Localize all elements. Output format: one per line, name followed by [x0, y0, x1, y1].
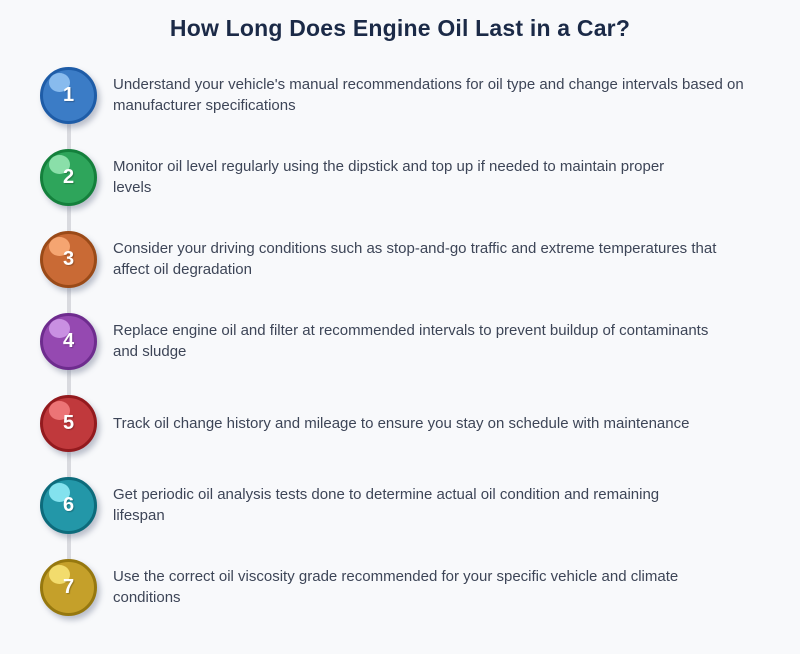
- step-number: 5: [62, 411, 75, 434]
- step-2-number-badge: 2: [40, 148, 97, 206]
- step-description: Monitor oil level regularly using the di…: [113, 158, 665, 196]
- step-number: 4: [62, 329, 75, 352]
- step-number: 2: [62, 165, 75, 188]
- connector-line: [66, 369, 71, 397]
- step-4-number-badge: 4: [40, 312, 97, 370]
- connector-line: [66, 451, 71, 479]
- step-6-number-badge: 6: [40, 476, 97, 534]
- step-number: 7: [62, 575, 75, 598]
- step-item-3: 3 Consider your driving conditions such …: [40, 218, 800, 315]
- step-item-1: 1 Understand your vehicle's manual recom…: [40, 54, 800, 151]
- step-item-4: 4 Replace engine oil and filter at recom…: [40, 300, 800, 397]
- step-number: 1: [62, 83, 75, 106]
- steps-timeline: 1 Understand your vehicle's manual recom…: [0, 54, 800, 628]
- step-description: Replace engine oil and filter at recomme…: [113, 322, 709, 360]
- step-number: 3: [62, 247, 75, 270]
- step-description: Use the correct oil viscosity grade reco…: [113, 568, 679, 606]
- step-item-5: 5 Track oil change history and mileage t…: [40, 382, 800, 479]
- step-description: Get periodic oil analysis tests done to …: [113, 486, 660, 524]
- step-description: Consider your driving conditions such as…: [113, 240, 717, 278]
- step-5-number-badge: 5: [40, 394, 97, 452]
- page-title: How Long Does Engine Oil Last in a Car?: [169, 15, 631, 41]
- step-item-2: 2 Monitor oil level regularly using the …: [40, 136, 800, 233]
- step-description: Understand your vehicle's manual recomme…: [113, 76, 744, 114]
- step-number: 6: [62, 493, 75, 516]
- step-3-number-badge: 3: [40, 230, 97, 288]
- connector-line: [66, 123, 71, 151]
- connector-line: [66, 533, 71, 561]
- connector-line: [66, 287, 71, 315]
- connector-line: [66, 205, 71, 233]
- step-item-7: 7 Use the correct oil viscosity grade re…: [40, 546, 800, 628]
- step-item-6: 6 Get periodic oil analysis tests done t…: [40, 464, 800, 561]
- step-1-number-badge: 1: [40, 66, 97, 124]
- step-7-number-badge: 7: [40, 558, 97, 616]
- step-description: Track oil change history and mileage to …: [113, 414, 690, 432]
